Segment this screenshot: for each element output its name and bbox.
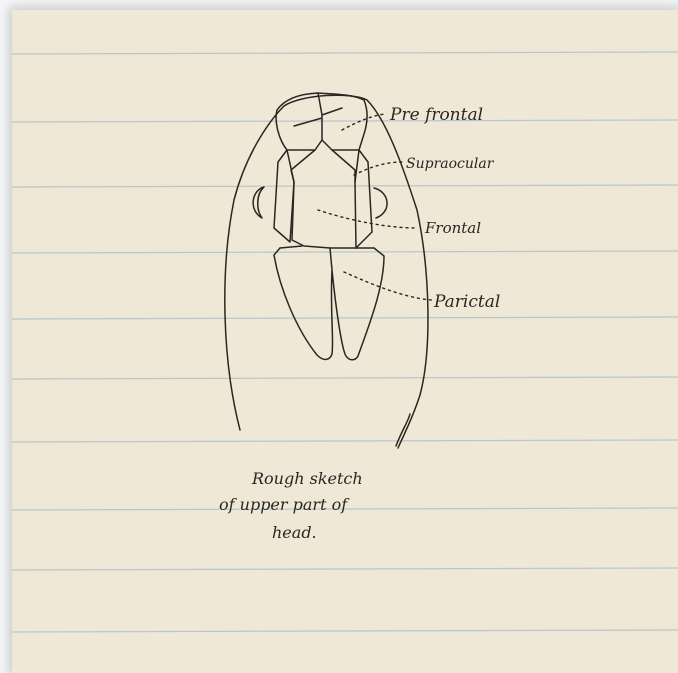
rule-line	[12, 251, 678, 253]
caption-line-3: head.	[272, 523, 317, 542]
right-supraocular	[355, 150, 372, 248]
leader-lines	[318, 114, 432, 300]
snake-head-sketch	[225, 93, 428, 448]
rule-line	[12, 185, 678, 187]
label-parietal: Parictal	[433, 292, 500, 312]
leader-supraocular	[354, 162, 402, 175]
rule-line	[12, 440, 678, 442]
ruled-lines	[12, 52, 678, 632]
leader-frontal	[318, 210, 417, 228]
right-eye	[374, 188, 387, 218]
rule-line	[12, 52, 678, 54]
rule-line	[12, 120, 678, 122]
label-supraocular: Supraocular	[406, 156, 495, 172]
parietal-scales	[274, 248, 384, 360]
rule-line	[12, 377, 678, 379]
rule-line	[12, 630, 678, 632]
frontal-scale	[291, 150, 356, 248]
notebook-page: Pre frontal Supraocular Frontal Parictal…	[12, 10, 678, 673]
label-prefrontal: Pre frontal	[389, 105, 483, 125]
label-frontal: Frontal	[424, 219, 481, 237]
caption-line-1: Rough sketch	[251, 469, 363, 488]
lined-sheet: Pre frontal Supraocular Frontal Parictal…	[12, 10, 678, 673]
rule-line	[12, 568, 678, 570]
prefrontal-divider	[294, 93, 342, 140]
left-supraocular	[274, 150, 294, 242]
leader-parietal	[344, 272, 432, 300]
caption-line-2: of upper part of	[219, 495, 350, 514]
head-outline	[225, 95, 428, 448]
rule-line	[12, 317, 678, 319]
left-eye	[253, 187, 264, 218]
